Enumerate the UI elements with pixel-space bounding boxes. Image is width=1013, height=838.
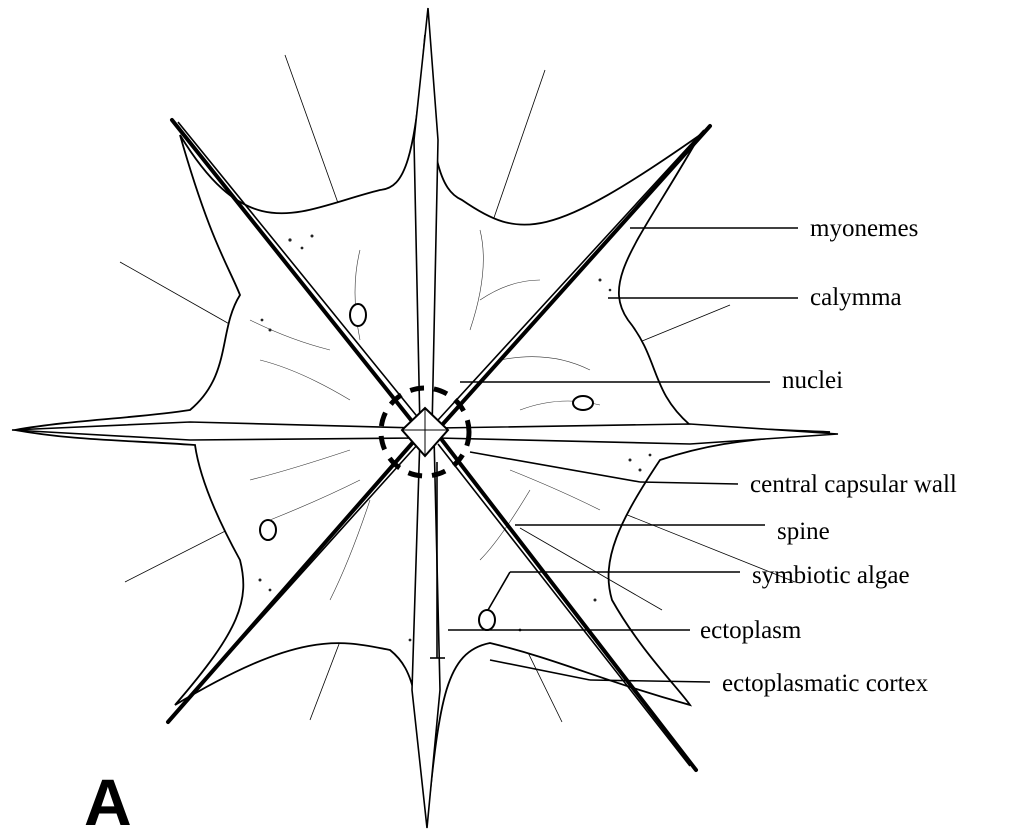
label-symbiotic-algae: symbiotic algae	[752, 562, 910, 589]
label-central-capsular-wall: central capsular wall	[750, 471, 957, 498]
label-calymma: calymma	[810, 284, 902, 311]
label-ectoplasmatic-cortex: ectoplasmatic cortex	[722, 670, 929, 697]
label-ectoplasm: ectoplasm	[700, 617, 802, 644]
label-myonemes: myonemes	[810, 215, 918, 242]
label-nuclei: nuclei	[782, 367, 843, 394]
panel-letter: A	[84, 765, 132, 838]
label-spine: spine	[777, 518, 830, 545]
